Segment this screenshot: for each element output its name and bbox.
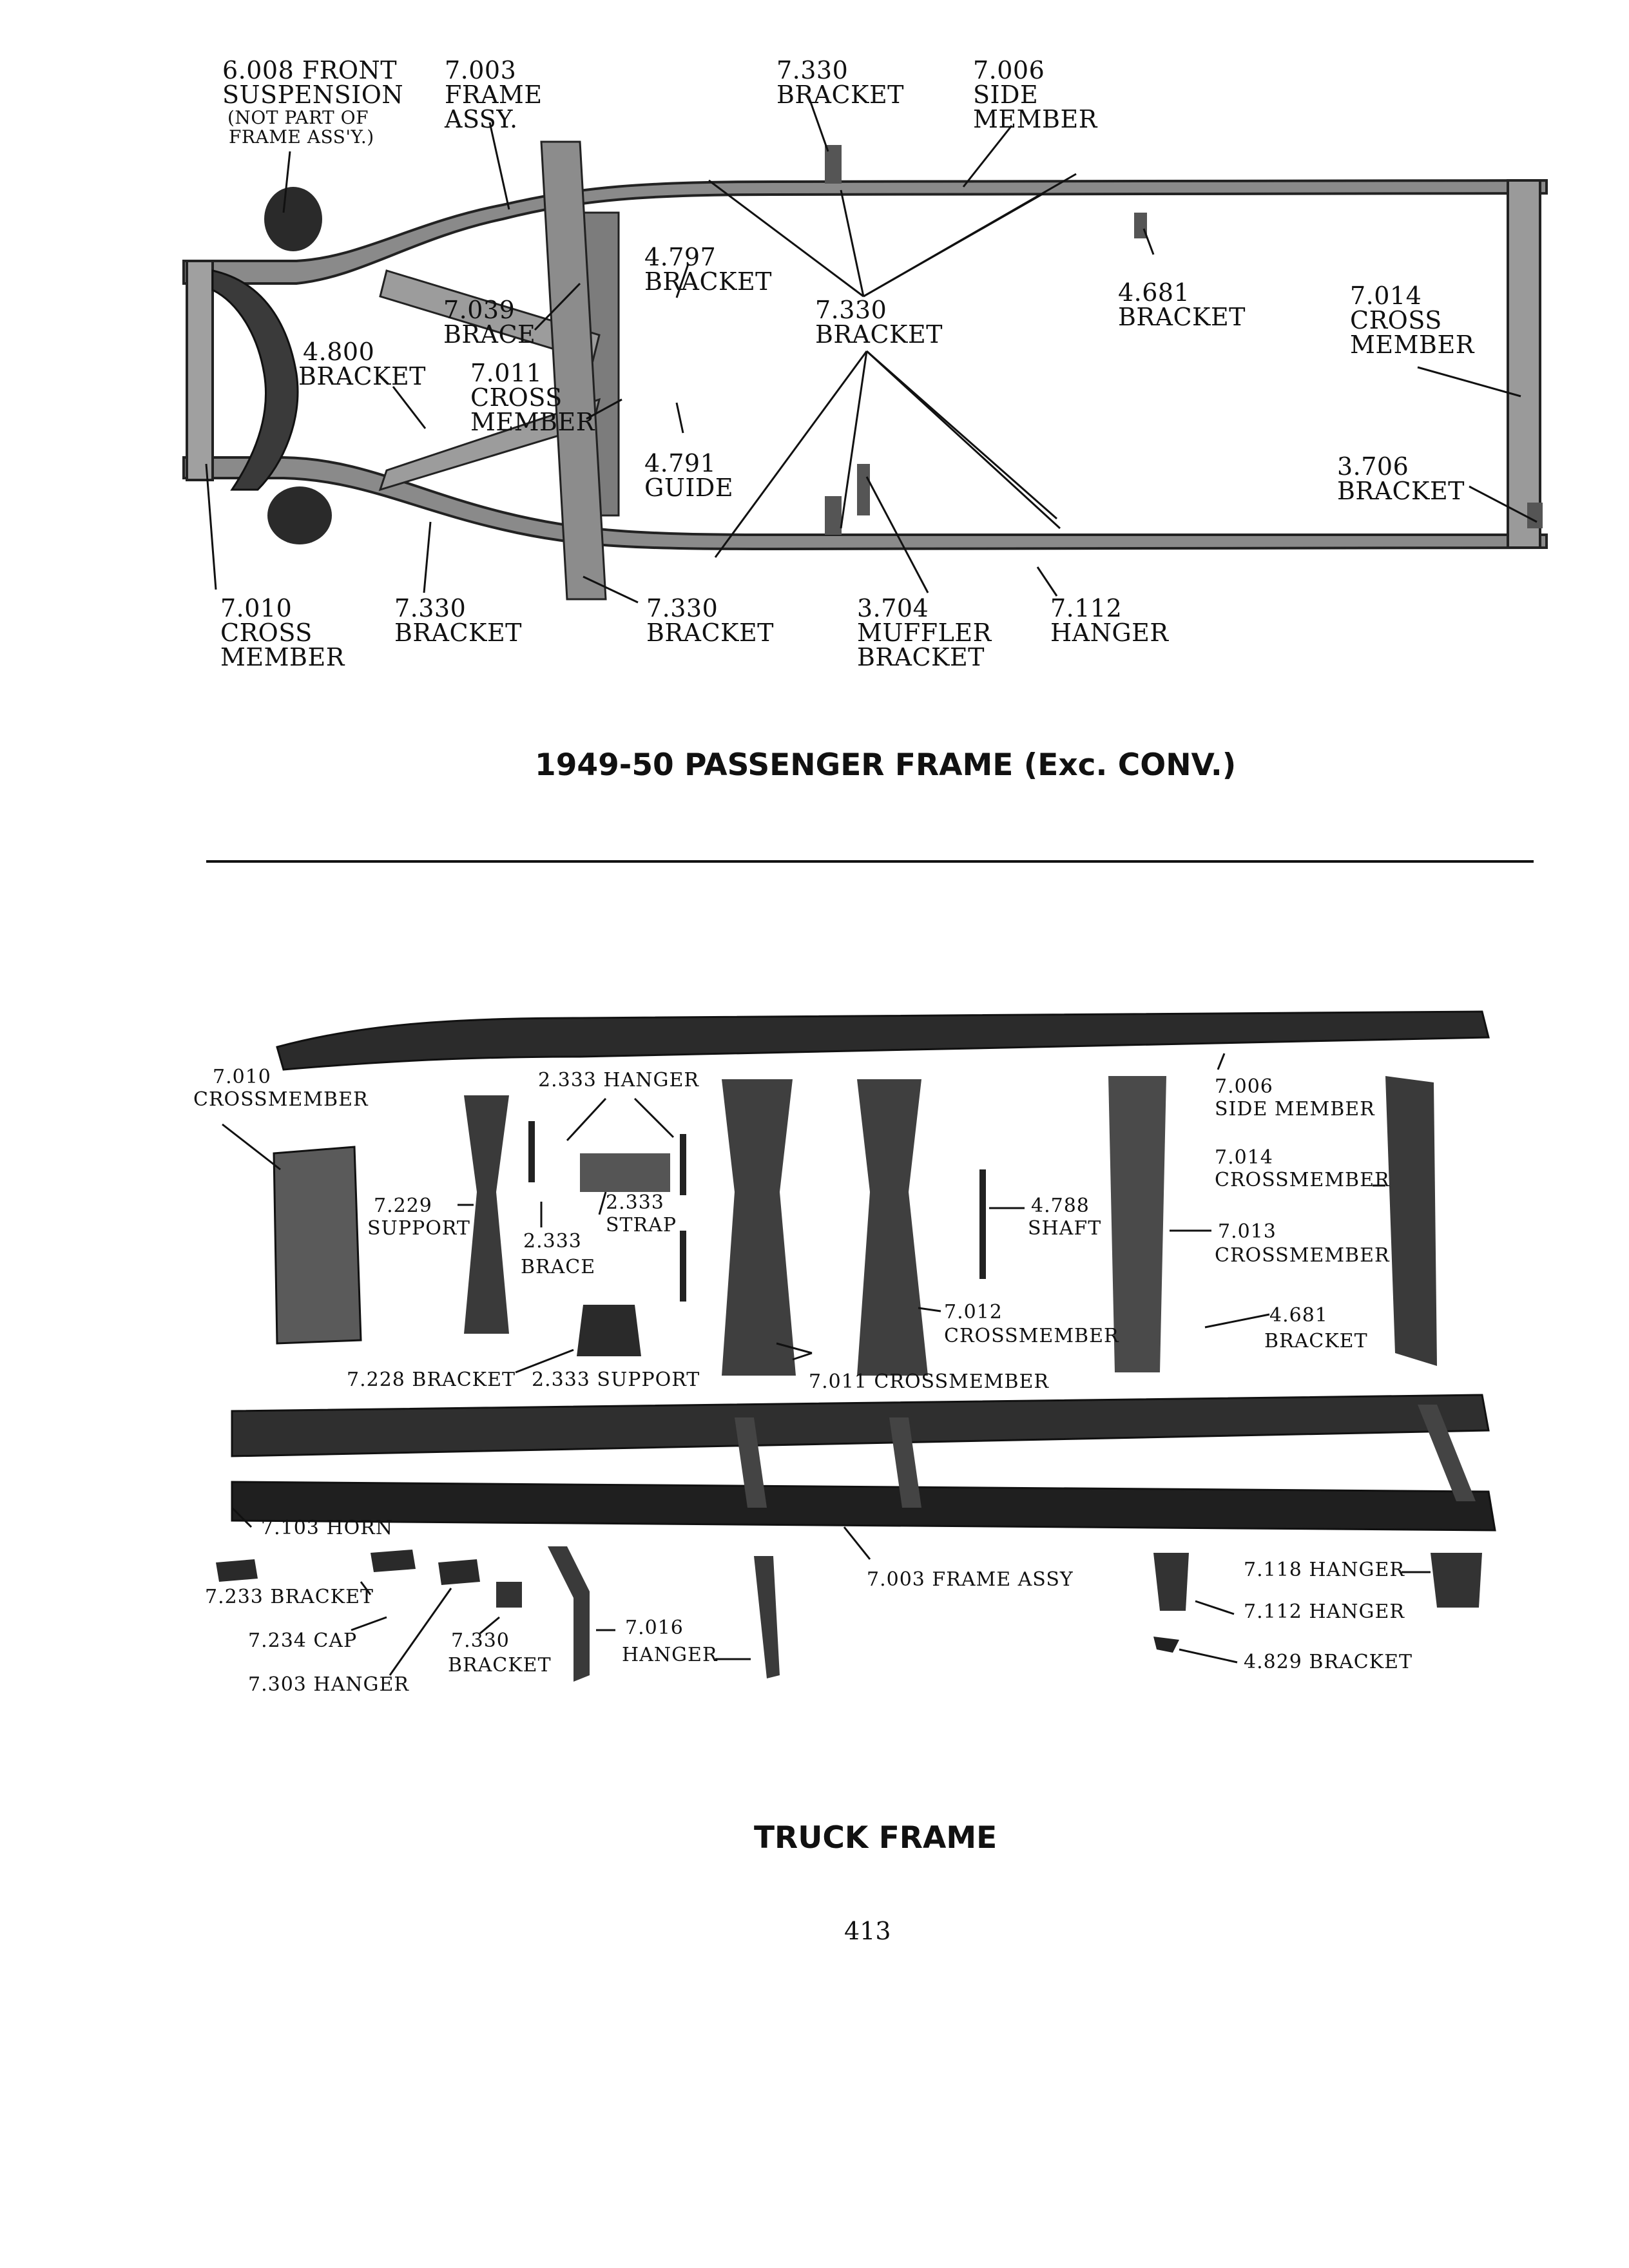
- label-front-suspension: 6.008 FRONT: [222, 56, 398, 84]
- label-guide-4791-2: GUIDE: [644, 474, 734, 502]
- label-truck-hanger-7016-2: HANGER: [622, 1644, 718, 1666]
- section-divider: [206, 860, 1534, 863]
- label-truck-crossmember-7014-2: CROSSMEMBER: [1215, 1169, 1390, 1191]
- label-truck-crossmember-7012-2: CROSSMEMBER: [944, 1325, 1119, 1347]
- label-truck-hanger-2333: 2.333 HANGER: [538, 1069, 699, 1091]
- label-cross-member-7011-3: MEMBER: [470, 408, 595, 436]
- label-brace-7039-2: BRACE: [443, 320, 536, 349]
- label-truck-hanger-7016: 7.016: [625, 1617, 684, 1639]
- label-cross-member-7010-2: CROSS: [220, 619, 313, 647]
- label-truck-bracket-7330-2: BRACKET: [448, 1654, 552, 1677]
- label-front-suspension-2: SUSPENSION: [222, 81, 404, 109]
- label-bracket-7330-b: 7.330: [646, 594, 718, 622]
- label-truck-brace-2333: 2.333: [523, 1230, 582, 1253]
- label-cross-member-7011: 7.011: [470, 359, 543, 387]
- label-frame-assy: 7.003: [445, 56, 517, 84]
- label-truck-crossmember-7010: 7.010: [213, 1066, 271, 1088]
- label-bracket-7330-top: 7.330: [776, 56, 849, 84]
- label-truck-shaft-4788: 4.788: [1031, 1195, 1090, 1217]
- label-bracket-4797: 4.797: [644, 243, 717, 271]
- label-bracket-4800-2: BRACKET: [298, 362, 427, 390]
- label-truck-crossmember-7012: 7.012: [944, 1301, 1003, 1323]
- label-bracket-7330-a: 7.330: [394, 594, 467, 622]
- label-cross-member-7010: 7.010: [220, 594, 293, 622]
- label-truck-support-7229-2: SUPPORT: [367, 1217, 470, 1240]
- label-truck-horn-7103: 7.103 HORN: [261, 1517, 394, 1539]
- label-side-member-2: SIDE: [973, 81, 1039, 109]
- label-brace-7039: 7.039: [443, 296, 516, 324]
- label-bracket-4681-2: BRACKET: [1118, 303, 1246, 331]
- label-truck-support-7229: 7.229: [374, 1195, 432, 1217]
- label-truck-hanger-7112: 7.112 HANGER: [1244, 1600, 1405, 1623]
- label-bracket-4797-2: BRACKET: [644, 267, 773, 296]
- label-truck-strap-2333: 2.333: [606, 1191, 664, 1214]
- label-side-member: 7.006: [973, 56, 1045, 84]
- label-truck-crossmember-7010-2: CROSSMEMBER: [193, 1088, 369, 1111]
- label-cross-member-7014-3: MEMBER: [1350, 331, 1474, 359]
- label-side-member-3: MEMBER: [973, 105, 1097, 133]
- label-truck-support-2333: 2.333 SUPPORT: [532, 1369, 700, 1391]
- label-bracket-7330-mid: 7.330: [815, 296, 887, 324]
- label-truck-side-member-7006: 7.006: [1215, 1075, 1273, 1098]
- label-truck-crossmember-7011: 7.011 CROSSMEMBER: [809, 1370, 1050, 1393]
- label-truck-bracket-7233: 7.233 BRACKET: [205, 1586, 374, 1608]
- page-number: 413: [844, 1917, 891, 1945]
- label-truck-cap-7234: 7.234 CAP: [248, 1629, 358, 1652]
- label-muffler-bracket-3: BRACKET: [857, 643, 985, 671]
- label-front-suspension-4: FRAME ASS'Y.): [229, 126, 374, 148]
- label-truck-crossmember-7014: 7.014: [1215, 1146, 1273, 1169]
- label-bracket-4681: 4.681: [1118, 278, 1190, 307]
- label-bracket-7330-mid-2: BRACKET: [815, 320, 943, 349]
- label-truck-bracket-4681: 4.681: [1269, 1304, 1328, 1327]
- label-truck-crossmember-7013: 7.013: [1218, 1220, 1277, 1243]
- truck-frame-caption: TRUCK FRAME: [754, 1820, 998, 1856]
- label-truck-hanger-7303: 7.303 HANGER: [248, 1673, 409, 1696]
- label-hanger-7112-2: HANGER: [1050, 619, 1169, 647]
- label-cross-member-7010-3: MEMBER: [220, 643, 345, 671]
- label-truck-shaft-4788-2: SHAFT: [1028, 1217, 1102, 1240]
- label-truck-bracket-7330: 7.330: [451, 1629, 510, 1652]
- label-cross-member-7014: 7.014: [1350, 282, 1422, 310]
- label-truck-bracket-7228: 7.228 BRACKET: [347, 1369, 516, 1391]
- label-truck-strap-2333-2: STRAP: [606, 1214, 677, 1236]
- label-bracket-7330-a-2: BRACKET: [394, 619, 523, 647]
- label-bracket-3706-2: BRACKET: [1337, 477, 1465, 505]
- label-truck-bracket-4829: 4.829 BRACKET: [1244, 1651, 1412, 1673]
- label-frame-assy-2: FRAME: [445, 81, 543, 109]
- label-cross-member-7014-2: CROSS: [1350, 306, 1442, 334]
- label-truck-hanger-7118: 7.118 HANGER: [1244, 1559, 1405, 1581]
- label-truck-brace-2333-2: BRACE: [521, 1256, 596, 1278]
- label-cross-member-7011-2: CROSS: [470, 383, 563, 412]
- label-bracket-7330-top-2: BRACKET: [776, 81, 905, 109]
- label-guide-4791: 4.791: [644, 449, 717, 477]
- label-truck-frame-assy-7003: 7.003 FRAME ASSY: [867, 1568, 1074, 1591]
- label-muffler-bracket-2: MUFFLER: [857, 619, 992, 647]
- label-truck-bracket-4681-2: BRACKET: [1264, 1330, 1368, 1352]
- label-truck-side-member-7006-2: SIDE MEMBER: [1215, 1098, 1375, 1120]
- label-bracket-3706: 3.706: [1337, 452, 1409, 481]
- label-front-suspension-3: (NOT PART OF: [227, 107, 369, 128]
- label-hanger-7112: 7.112: [1050, 594, 1123, 622]
- passenger-frame-caption: 1949-50 PASSENGER FRAME (Exc. CONV.): [535, 747, 1237, 783]
- label-bracket-7330-b-2: BRACKET: [646, 619, 775, 647]
- label-truck-crossmember-7013-2: CROSSMEMBER: [1215, 1244, 1390, 1267]
- label-muffler-bracket: 3.704: [857, 594, 929, 622]
- label-frame-assy-3: ASSY.: [445, 105, 518, 133]
- label-bracket-4800: 4.800: [303, 338, 375, 366]
